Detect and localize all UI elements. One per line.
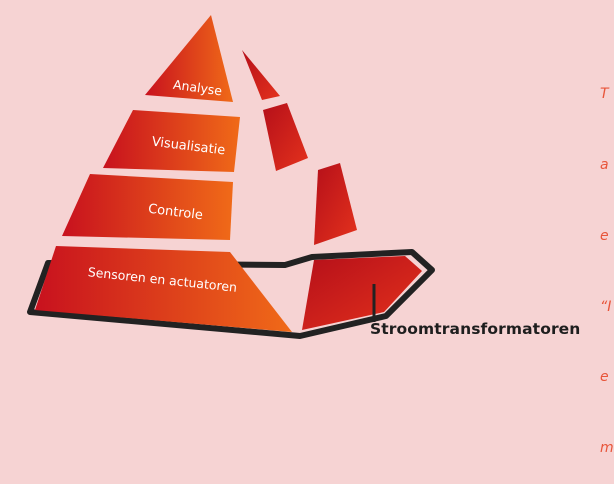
layer-analyse-face: [145, 15, 233, 102]
side-text-line: “I: [600, 298, 612, 315]
pyramid-diagram: Analyse Visualisatie Controle Sensoren e…: [27, 15, 435, 339]
layer-label-analyse: Analyse: [172, 77, 223, 99]
side-text-line: e: [600, 369, 609, 386]
side-text-fragment: T a e “I e m: [600, 36, 614, 484]
layer-controle-side: [314, 163, 357, 245]
layer-visualisatie-side: [263, 103, 308, 171]
side-text-line: T: [600, 86, 609, 103]
side-text-line: a: [600, 156, 609, 173]
side-text-line: e: [600, 227, 609, 244]
layer-analyse-side: [242, 50, 280, 100]
bottom-layer-outline: [27, 249, 435, 339]
layer-sensoren-side: [302, 256, 422, 330]
side-text-line: m: [600, 440, 614, 457]
layer-controle-face: [62, 174, 233, 240]
layer-label-controle: Controle: [147, 202, 203, 224]
layer-sensoren-face: [35, 246, 292, 332]
callout-label-stroomtransformatoren: Stroomtransformatoren: [370, 320, 581, 338]
layer-visualisatie-face: [103, 110, 240, 172]
